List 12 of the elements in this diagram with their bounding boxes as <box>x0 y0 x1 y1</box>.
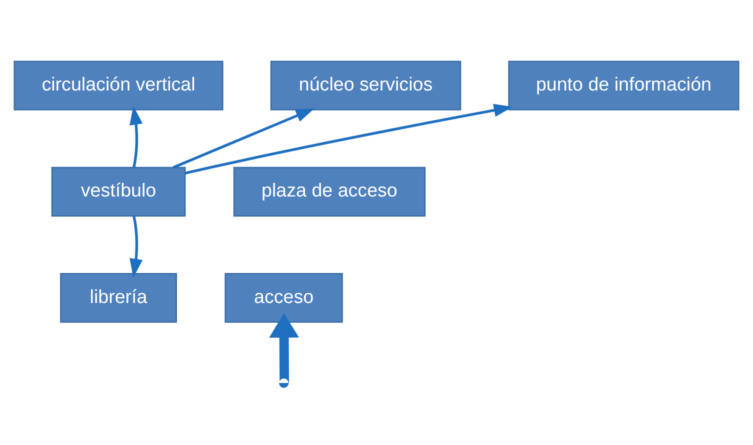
node-box: vestíbulo <box>51 166 186 217</box>
arrow <box>172 108 315 169</box>
arrow <box>130 106 143 168</box>
node-box: plaza de acceso <box>233 166 426 217</box>
node-box: circulación vertical <box>14 60 224 110</box>
node-box: núcleo servicios <box>270 60 462 110</box>
node-box: acceso <box>224 273 343 323</box>
arrow <box>184 104 513 175</box>
node-box: punto de información <box>508 60 740 110</box>
arrow <box>130 216 143 278</box>
node-box: librería <box>60 273 177 323</box>
arrow <box>269 313 300 386</box>
